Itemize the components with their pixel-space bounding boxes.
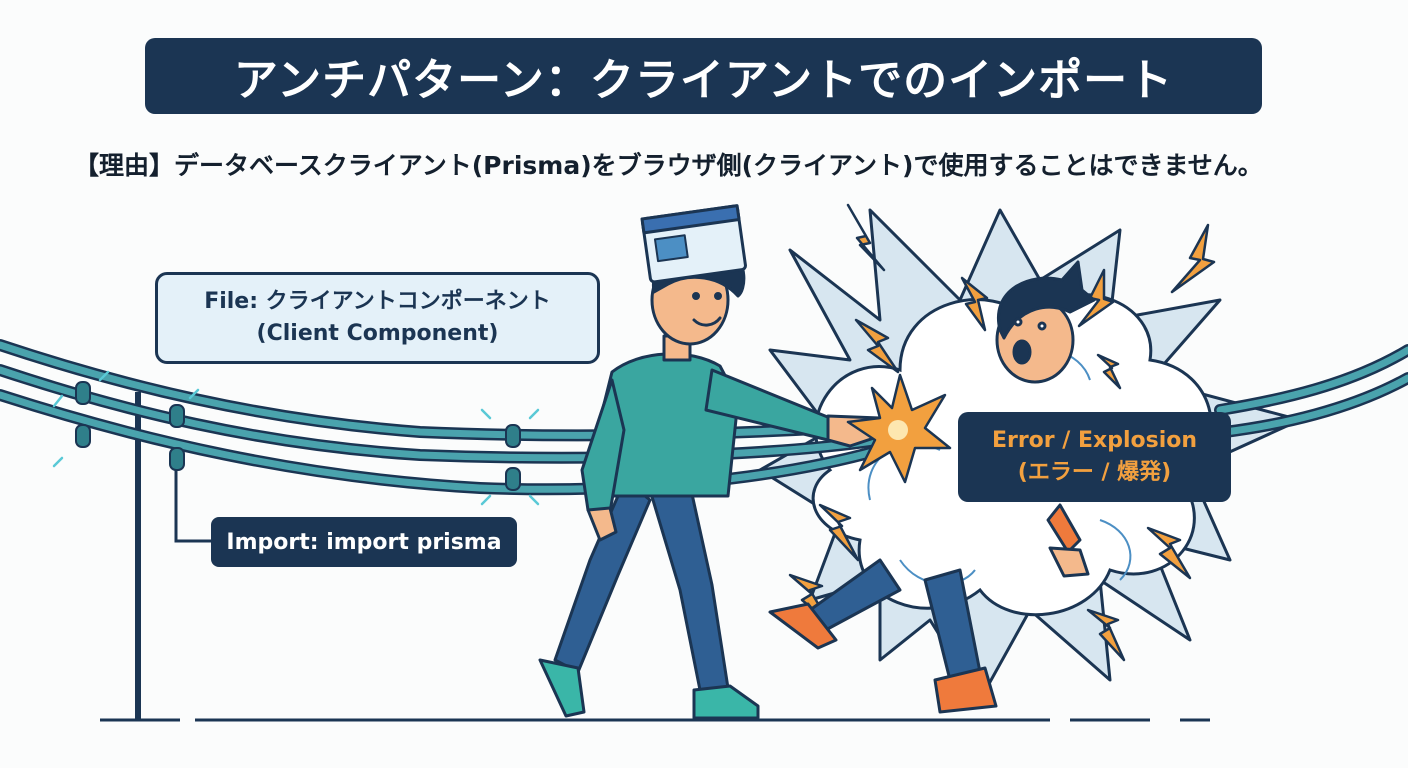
import-label-box: Import: import prisma <box>211 517 517 567</box>
wire-insulators <box>75 381 521 491</box>
page-title: アンチパターン：クライアントでのインポート <box>233 55 1174 106</box>
file-label-line2: (Client Component) <box>256 321 499 346</box>
import-connector <box>174 470 211 543</box>
spark-burst-icon <box>846 373 952 484</box>
file-label-box: File: クライアントコンポーネント (Client Component) <box>155 272 600 364</box>
reason-text: 【理由】データベースクライアント(Prisma)をブラウザ側(クライアント)で使… <box>74 151 1263 180</box>
title-banner: アンチパターン：クライアントでのインポート <box>145 38 1262 114</box>
browser-window-icon <box>640 204 747 284</box>
shocked-person <box>768 260 1096 714</box>
error-label-line1: Error / Explosion <box>991 428 1198 453</box>
power-wires <box>0 339 1408 496</box>
error-label-box: Error / Explosion (エラー / 爆発) <box>958 412 1231 502</box>
insulator-glow <box>52 370 540 506</box>
walking-person <box>538 242 894 720</box>
lightning-bolt-icon <box>788 203 1216 662</box>
import-label: Import: import prisma <box>226 529 502 555</box>
error-label-line2: (エラー / 爆発) <box>1017 460 1172 485</box>
file-label-line1: File: クライアントコンポーネント <box>204 289 551 314</box>
